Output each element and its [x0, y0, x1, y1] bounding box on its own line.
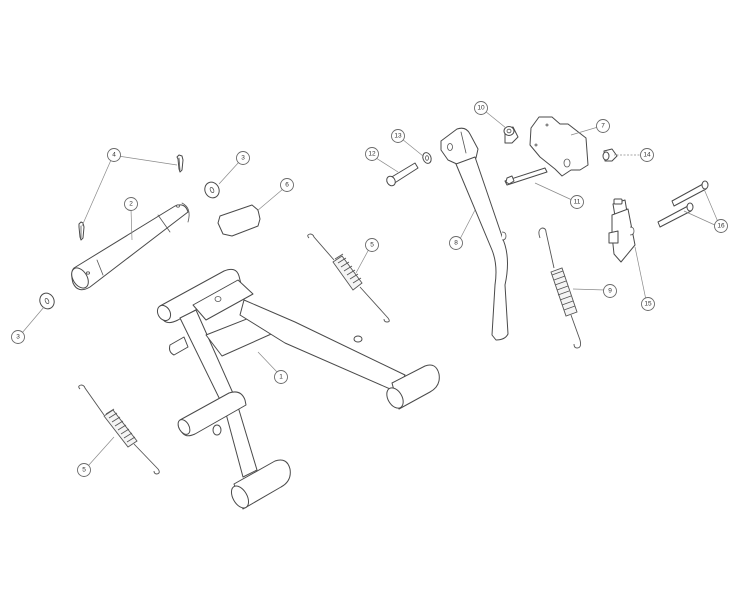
svg-text:9: 9: [608, 288, 612, 295]
svg-text:11: 11: [574, 199, 581, 206]
svg-text:13: 13: [394, 133, 402, 140]
spring-9: [538, 227, 582, 349]
cotter-pin-lower: [78, 221, 85, 241]
svg-text:6: 6: [285, 182, 289, 189]
callout-2: 2: [124, 197, 138, 211]
callout-3-lower: 3: [11, 330, 25, 344]
bushing-10: [503, 126, 519, 144]
callout-12: 12: [365, 147, 379, 161]
callout-3-upper: 3: [236, 151, 250, 165]
cotter-pin-upper: [176, 154, 184, 173]
callout-4: 4: [107, 148, 121, 162]
svg-text:15: 15: [644, 301, 652, 308]
pivot-shaft: [71, 202, 190, 291]
bolt-12: [386, 162, 419, 187]
washer-13: [422, 152, 432, 164]
callout-1: 1: [274, 370, 288, 384]
callout-10: 10: [474, 101, 488, 115]
callout-5-lower: 5: [77, 463, 91, 477]
rubber-pad: [217, 204, 261, 237]
callout-13: 13: [391, 129, 405, 143]
leader-lines: [21, 110, 719, 467]
side-stand: [440, 127, 509, 341]
stand-frame: [156, 268, 440, 510]
svg-text:3: 3: [16, 334, 20, 341]
svg-text:16: 16: [717, 223, 725, 230]
callout-7: 7: [596, 119, 610, 133]
svg-text:10: 10: [477, 105, 485, 112]
svg-text:4: 4: [112, 152, 116, 159]
svg-text:3: 3: [241, 155, 245, 162]
svg-text:2: 2: [129, 201, 133, 208]
callout-11: 11: [570, 195, 584, 209]
callout-9: 9: [603, 284, 617, 298]
switch-15: [608, 198, 636, 263]
washer-upper: [204, 181, 220, 199]
svg-text:7: 7: [601, 123, 605, 130]
svg-text:1: 1: [279, 374, 283, 381]
nut-14: [602, 148, 618, 162]
callout-14: 14: [640, 148, 654, 162]
spring-upper: [307, 233, 390, 323]
svg-text:5: 5: [82, 467, 86, 474]
svg-text:12: 12: [368, 151, 376, 158]
svg-text:5: 5: [370, 242, 374, 249]
washer-lower: [39, 292, 55, 310]
screws-16: [657, 180, 709, 228]
svg-text:8: 8: [454, 240, 458, 247]
bracket-7: [529, 116, 589, 177]
svg-text:14: 14: [643, 152, 651, 159]
spring-lower: [78, 384, 160, 475]
callout-8: 8: [449, 236, 463, 250]
callout-16: 16: [714, 219, 728, 233]
callout-15: 15: [641, 297, 655, 311]
callout-6: 6: [280, 178, 294, 192]
callout-5-upper: 5: [365, 238, 379, 252]
bolt-11: [504, 167, 548, 186]
